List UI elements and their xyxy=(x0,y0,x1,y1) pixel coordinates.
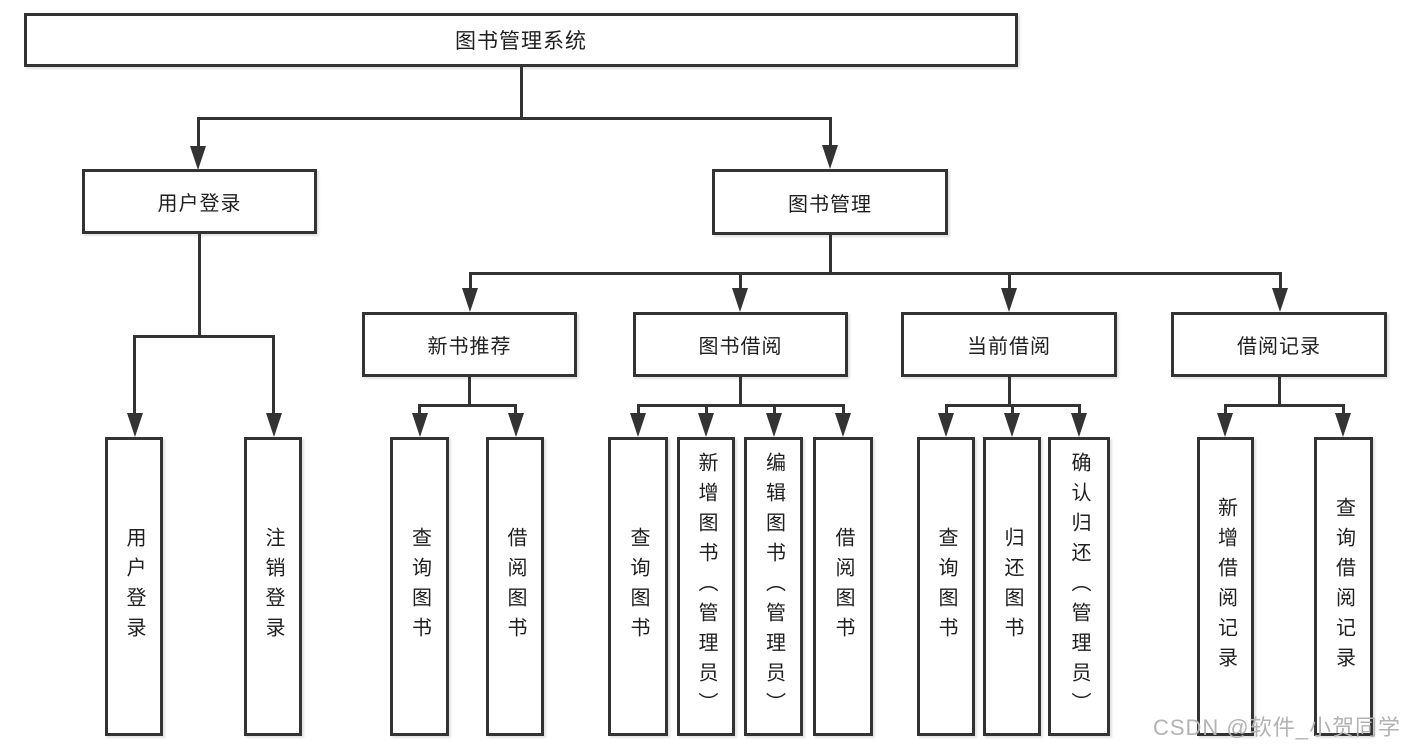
node-user-login-label: 用户登录 xyxy=(157,193,242,215)
connector-line xyxy=(272,335,275,415)
node-user-login-leaf-label: 用户登录 xyxy=(123,526,145,647)
connector-line xyxy=(828,234,832,275)
connector-line xyxy=(636,404,640,418)
arrow-head xyxy=(822,145,838,169)
connector-line xyxy=(944,404,948,418)
connector-line xyxy=(841,404,845,418)
node-add-book-admin: 新增图书（管理员） xyxy=(677,437,735,736)
connector-line xyxy=(1077,404,1081,418)
node-library-system: 图书管理系统 xyxy=(24,13,1018,67)
connector-line xyxy=(1278,272,1282,292)
node-current-borrowing: 当前借阅 xyxy=(901,312,1117,377)
arrow-head xyxy=(938,413,954,437)
node-return-books: 归还图书 xyxy=(983,437,1041,736)
connector-line xyxy=(1223,404,1227,418)
node-edit-book-admin: 编辑图书（管理员） xyxy=(744,437,803,736)
arrow-head xyxy=(835,413,851,437)
connector-line xyxy=(468,272,1282,275)
connector-line xyxy=(772,404,776,418)
node-confirm-return-admin: 确认归还（管理员） xyxy=(1048,437,1110,736)
connector-line xyxy=(1007,377,1011,407)
node-confirm-return-admin-label: 确认归还（管理员） xyxy=(1068,451,1090,722)
connector-line xyxy=(738,377,742,407)
connector-line xyxy=(636,404,845,407)
connector-line xyxy=(1010,404,1014,418)
node-book-borrowing: 图书借阅 xyxy=(633,312,848,377)
connector-line xyxy=(418,404,421,418)
node-query-borrow-record: 查询借阅记录 xyxy=(1314,437,1373,736)
node-borrowing-records-label: 借阅记录 xyxy=(1237,336,1321,358)
connector-line xyxy=(468,377,471,407)
arrow-head xyxy=(462,288,478,312)
arrow-head xyxy=(1001,288,1017,312)
node-borrow-books-recommend: 借阅图书 xyxy=(486,437,544,736)
node-logout-label: 注销登录 xyxy=(262,526,284,647)
node-add-borrow-record: 新增借阅记录 xyxy=(1197,437,1254,736)
node-borrow-books-borrow: 借阅图书 xyxy=(813,437,873,736)
node-query-books-current: 查询图书 xyxy=(917,437,975,736)
node-add-book-admin-label: 新增图书（管理员） xyxy=(695,451,717,722)
arrow-head xyxy=(411,413,428,437)
node-new-book-recommendation: 新书推荐 xyxy=(362,312,577,377)
node-add-borrow-record-label: 新增借阅记录 xyxy=(1214,496,1237,677)
connector-line xyxy=(1277,377,1281,407)
arrow-head xyxy=(732,288,748,312)
arrow-head xyxy=(1217,413,1233,437)
node-return-books-label: 归还图书 xyxy=(1001,526,1023,647)
node-borrow-books-borrow-label: 借阅图书 xyxy=(832,526,854,647)
arrow-head xyxy=(265,413,282,437)
node-new-book-recommendation-label: 新书推荐 xyxy=(427,336,512,358)
node-user-login: 用户登录 xyxy=(82,169,317,234)
connector-line xyxy=(514,404,517,418)
connector-line xyxy=(704,404,708,418)
arrow-head xyxy=(1004,413,1020,437)
node-edit-book-admin-label: 编辑图书（管理员） xyxy=(762,451,785,722)
connector-line xyxy=(828,117,832,151)
node-query-books-recommend: 查询图书 xyxy=(390,437,449,736)
node-user-login-leaf: 用户登录 xyxy=(105,437,163,736)
connector-line xyxy=(1223,404,1345,407)
node-borrowing-records: 借阅记录 xyxy=(1171,312,1387,377)
arrow-head xyxy=(190,146,206,170)
node-book-borrowing-label: 图书借阅 xyxy=(698,336,783,358)
node-query-books-borrow: 查询图书 xyxy=(608,437,668,736)
connector-line xyxy=(1341,404,1345,418)
connector-line xyxy=(198,233,201,338)
connector-line xyxy=(1007,272,1011,292)
node-borrow-books-recommend-label: 借阅图书 xyxy=(504,526,526,647)
connector-line xyxy=(519,65,523,118)
connector-line xyxy=(133,335,275,338)
connector-line xyxy=(418,404,517,407)
arrow-head xyxy=(630,413,646,437)
arrow-head xyxy=(126,413,143,437)
node-query-books-recommend-label: 查询图书 xyxy=(408,526,431,647)
connector-line xyxy=(468,272,472,292)
connector-line xyxy=(196,117,200,151)
arrow-head xyxy=(507,413,524,437)
connector-line xyxy=(196,117,832,120)
arrow-head xyxy=(1272,288,1288,312)
node-book-management-label: 图书管理 xyxy=(788,193,872,216)
connector-line xyxy=(738,272,742,292)
node-query-books-borrow-label: 查询图书 xyxy=(627,526,649,647)
node-logout: 注销登录 xyxy=(244,437,302,736)
arrow-head xyxy=(1335,413,1351,437)
node-current-borrowing-label: 当前借阅 xyxy=(967,336,1051,358)
arrow-head xyxy=(698,413,714,437)
node-library-system-label: 图书管理系统 xyxy=(455,30,587,53)
node-book-management: 图书管理 xyxy=(712,169,948,235)
node-query-borrow-record-label: 查询借阅记录 xyxy=(1332,496,1355,677)
node-query-books-current-label: 查询图书 xyxy=(935,526,957,647)
connector-line xyxy=(133,335,136,415)
arrow-head xyxy=(766,413,782,437)
watermark: CSDN @软件_小贺同学 xyxy=(1152,715,1401,740)
arrow-head xyxy=(1071,413,1087,437)
